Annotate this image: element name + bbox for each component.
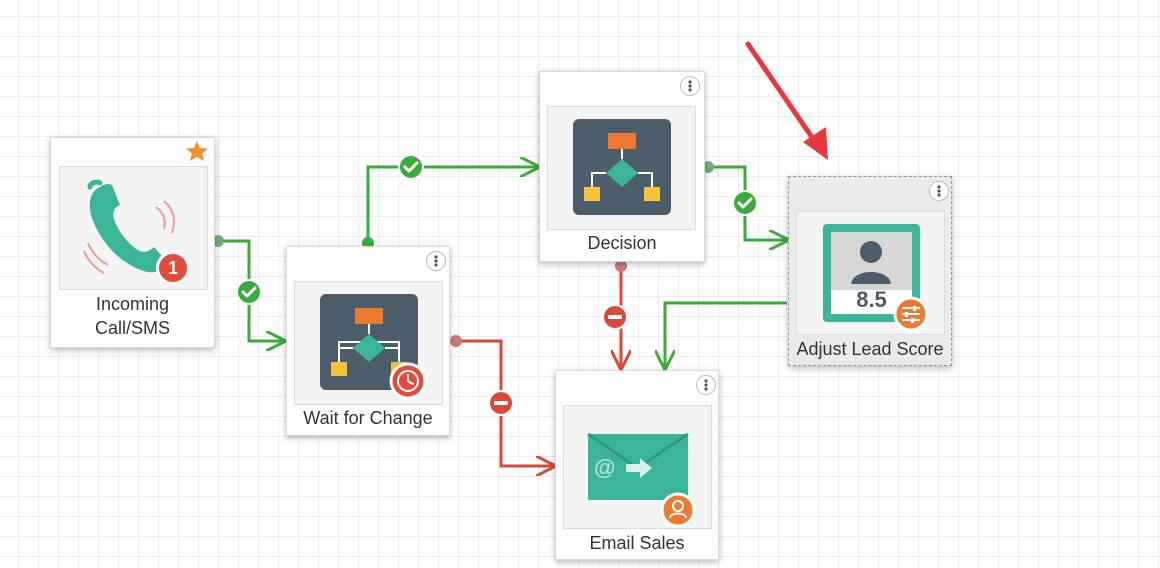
node-icon-pane: 8.5 <box>796 211 945 335</box>
minus-circle-icon <box>488 390 514 416</box>
output-port-dot[interactable] <box>212 235 224 247</box>
lead-score-value: 8.5 <box>856 287 887 312</box>
node-decision[interactable]: Decision <box>539 71 705 262</box>
more-vertical-icon[interactable] <box>696 375 716 395</box>
check-circle-icon <box>732 190 758 216</box>
check-circle-icon <box>236 279 262 305</box>
more-vertical-icon[interactable] <box>426 251 446 271</box>
star-icon[interactable] <box>185 140 209 167</box>
node-email-sales[interactable]: @ Email Sales <box>555 370 719 560</box>
node-adjust-lead-score[interactable]: 8.5 Adjust Lead Score <box>788 176 952 366</box>
connector-adjust-to-email[interactable] <box>665 301 787 368</box>
output-port-dot[interactable] <box>615 260 627 272</box>
node-label: Email Sales <box>589 533 685 553</box>
envelope-at-symbol: @ <box>594 455 616 480</box>
node-icon-pane: 1 <box>59 166 208 290</box>
node-label: Decision <box>587 233 657 253</box>
phone-ringing-icon <box>83 179 175 274</box>
more-vertical-icon[interactable] <box>929 181 949 201</box>
node-icon-pane <box>547 106 696 230</box>
flowchart-icon <box>573 119 671 215</box>
minus-circle-icon <box>602 304 628 330</box>
flowchart-icon <box>320 294 418 390</box>
more-vertical-icon[interactable] <box>680 76 700 96</box>
node-label: Adjust Lead Score <box>796 339 944 359</box>
node-label: Wait for Change <box>303 408 433 428</box>
sliders-icon <box>893 296 929 332</box>
envelope-icon <box>587 432 689 500</box>
node-label: Incoming Call/SMS <box>94 294 170 338</box>
check-circle-icon <box>398 154 424 180</box>
node-wait-for-change[interactable]: Wait for Change <box>286 246 450 436</box>
person-icon <box>660 492 696 528</box>
node-icon-pane <box>294 281 443 405</box>
output-port-dot[interactable] <box>450 335 462 347</box>
node-incoming-call-sms[interactable]: 1 Incoming Call/SMS <box>50 137 215 348</box>
clock-icon <box>389 362 427 400</box>
output-port-dot[interactable] <box>702 161 714 173</box>
node-icon-pane: @ <box>563 405 712 529</box>
callout-arrow <box>745 41 828 160</box>
notification-badge: 1 <box>156 251 190 285</box>
connector-wait-to-decision[interactable] <box>366 167 538 243</box>
